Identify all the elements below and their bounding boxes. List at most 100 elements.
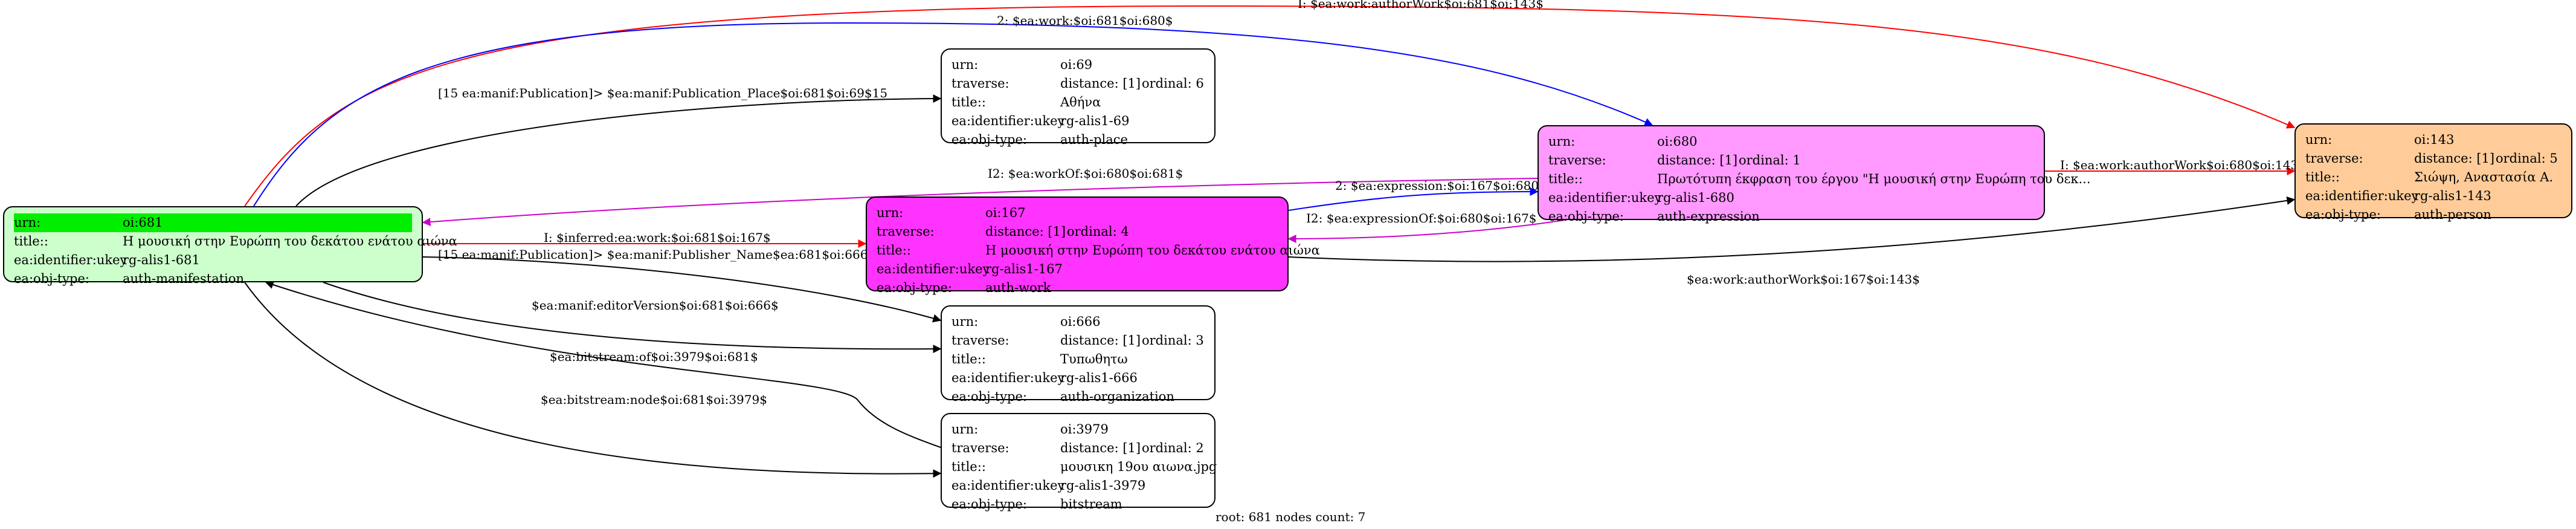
edge-label: 2: $ea:work:$oi:681$oi:680$ [997, 13, 1173, 28]
edge-label: I: $inferred:ea:work:$oi:681$oi:167$ [544, 230, 771, 245]
row-key: traverse: [952, 441, 1009, 455]
row-key: ea:obj-type: [14, 271, 89, 286]
row-value: rg-alis1-143 [2414, 189, 2491, 203]
row-value: auth-organization [1060, 389, 1174, 404]
node-oi-143[interactable]: urn:oi:143 traverse: distance: [1]ordinal:… [2294, 123, 2572, 222]
traverse-ordinal: ordinal: 4 [1067, 224, 1129, 239]
row-key: ea:obj-type: [1548, 209, 1624, 224]
row-key: ea:identifier:ukey [2305, 189, 2419, 203]
row-key: title:: [952, 459, 986, 474]
node-row: ea:obj-type:auth-place [952, 131, 1205, 149]
edge-label: I2: $ea:workOf:$oi:680$oi:681$ [988, 166, 1183, 181]
edge-label: $ea:bitstream:of$oi:3979$oi:681$ [550, 349, 758, 364]
node-row: urn:oi:143 [2305, 131, 2562, 149]
row-key: urn: [952, 314, 979, 329]
edge-label: $ea:bitstream:node$oi:681$oi:3979$ [541, 392, 767, 407]
row-value: bitstream [1060, 497, 1122, 511]
row-value: oi:167 [985, 206, 1026, 220]
row-key: ea:identifier:ukey [14, 253, 127, 267]
node-row: urn:oi:681 [14, 213, 412, 232]
row-value: Τυπωθητω [1060, 352, 1128, 366]
node-oi-666[interactable]: urn:oi:666 traverse: distance: [1]ordinal:… [941, 305, 1216, 404]
edge-e12 [265, 281, 941, 448]
row-value: distance: [1]ordinal: 5 [2414, 149, 2562, 168]
traverse-distance: distance: [1] [1060, 333, 1141, 348]
row-value: oi:143 [2414, 132, 2455, 147]
row-value: auth-place [1060, 132, 1128, 147]
node-row: ea:obj-type: auth-expression [1548, 207, 2034, 226]
row-key: ea:identifier:ukey [952, 478, 1065, 493]
node-row: ea:obj-type:auth-person [2305, 206, 2562, 224]
traverse-ordinal: ordinal: 1 [1739, 153, 1801, 167]
node-row: ea:obj-type:auth-work [877, 279, 1278, 297]
row-value: distance: [1]ordinal: 2 [1060, 439, 1205, 458]
row-key: traverse: [952, 76, 1009, 91]
traverse-ordinal: ordinal: 6 [1142, 76, 1204, 91]
row-key: traverse: [952, 333, 1009, 348]
traverse-distance: distance: [1] [1060, 441, 1141, 455]
edge-e7 [1288, 187, 1539, 211]
row-value: μουσικη 19ου αιωνα.jpg [1060, 459, 1217, 474]
traverse-ordinal: ordinal: 2 [1142, 441, 1204, 455]
node-row: urn:oi:666 [952, 313, 1205, 331]
edge-label: 2: $ea:expression:$oi:167$oi:680$ [1335, 178, 1547, 193]
row-key: title:: [2305, 170, 2340, 184]
row-key: title:: [877, 243, 911, 258]
row-value: rg-alis1-666 [1060, 371, 1138, 385]
node-oi-680[interactable]: urn:oi:680 traverse: distance: [1]ordinal:… [1538, 125, 2091, 224]
row-value: auth-work [985, 281, 1051, 295]
row-value: auth-expression [1657, 209, 1760, 224]
row-value: rg-alis1-681 [123, 253, 200, 267]
edge-label: [15 ea:manif:Publication]> $ea:manif:Pub… [438, 247, 891, 262]
row-value: rg-alis1-680 [1657, 190, 1734, 205]
row-value: rg-alis1-167 [985, 262, 1063, 276]
row-key: ea:identifier:ukey [1548, 190, 1662, 205]
edge-e2 [253, 22, 1653, 207]
node-row: title::Τυπωθητω [952, 350, 1205, 369]
node-row: traverse: distance: [1]ordinal: 2 [952, 439, 1205, 458]
row-key: ea:obj-type: [952, 389, 1027, 404]
edge-label: I2: $ea:expressionOf:$oi:680$oi:167$ [1306, 211, 1537, 226]
edge-label: I: $ea:work:authorWork$oi:680$oi:143$ [2060, 158, 2306, 172]
row-key: traverse: [1548, 153, 1606, 167]
row-key: traverse: [877, 224, 935, 239]
row-key: title:: [952, 95, 986, 109]
row-key: urn: [14, 215, 41, 230]
edge-e4 [422, 178, 1538, 227]
node-row: title::Η μουσική στην Ευρώπη του δεκάτου… [877, 241, 1320, 260]
edge-e6 [422, 256, 942, 323]
row-key: ea:obj-type: [2305, 207, 2381, 222]
node-row: ea:obj-type: bitstream [952, 495, 1205, 514]
edge-label: [15 ea:manif:Publication]> $ea:manif:Pub… [438, 86, 887, 100]
traverse-ordinal: ordinal: 3 [1142, 333, 1204, 348]
row-key: title:: [952, 352, 986, 366]
row-key: ea:obj-type: [952, 497, 1027, 511]
row-value: oi:680 [1657, 134, 1698, 149]
edge-e8 [1287, 219, 1565, 243]
row-value: Η μουσική στην Ευρώπη του δεκάτου ενάτου… [985, 243, 1320, 258]
node-row: traverse: distance: [1]ordinal: 1 [1548, 151, 2034, 170]
node-row: urn:oi:167 [877, 204, 1278, 222]
edge-e11 [323, 282, 942, 354]
node-row: title::Σιώψη, Αναστασία Α. [2305, 168, 2562, 187]
row-key: title:: [14, 234, 48, 248]
edge-e3 [295, 94, 942, 207]
node-row: urn:oi:680 [1548, 132, 2034, 151]
row-value: distance: [1]ordinal: 1 [1657, 151, 2034, 170]
row-value: distance: [1]ordinal: 6 [1060, 74, 1205, 93]
row-value: distance: [1]ordinal: 3 [1060, 331, 1205, 350]
row-key: urn: [952, 57, 979, 72]
node-row: title::Η μουσική στην Ευρώπη του δεκάτου… [14, 232, 457, 251]
traverse-ordinal: ordinal: 5 [2496, 151, 2558, 166]
row-key: title:: [1548, 172, 1583, 186]
row-key: traverse: [2305, 151, 2363, 166]
